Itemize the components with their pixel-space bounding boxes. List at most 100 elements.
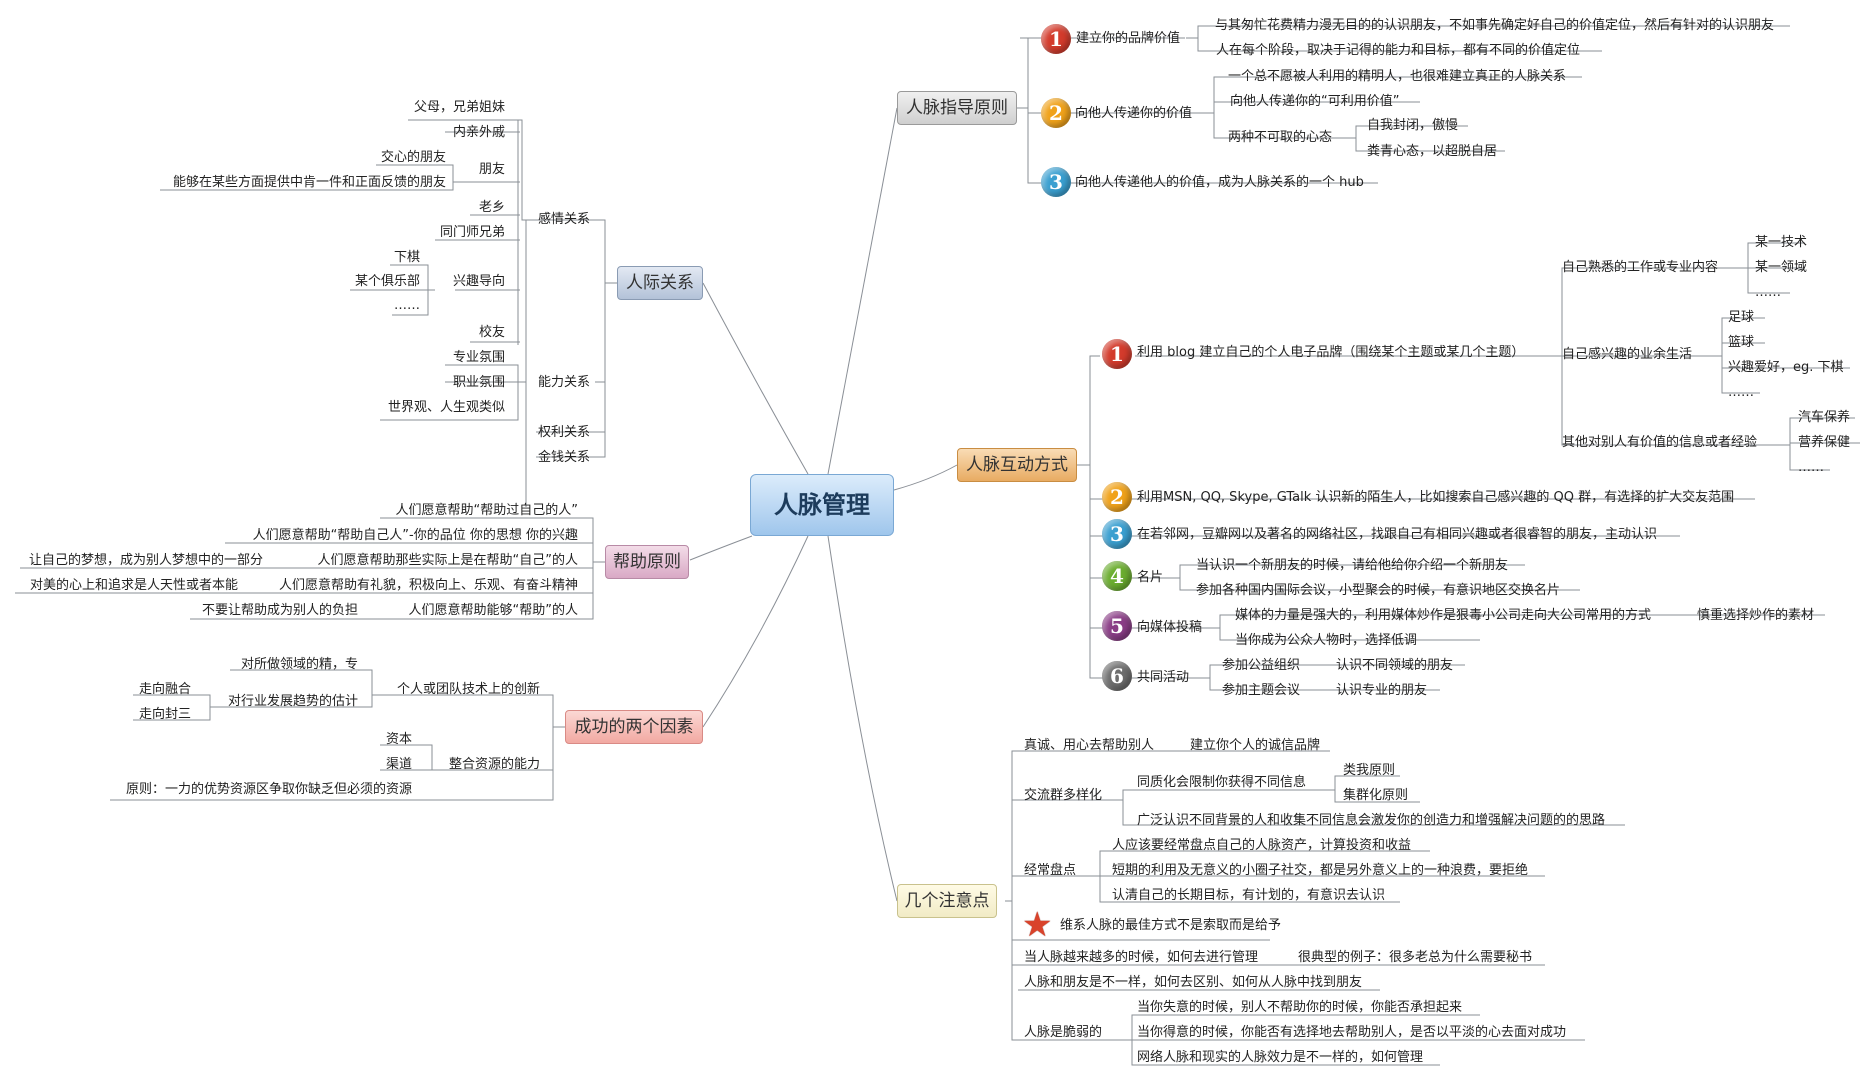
media-note-1[interactable]: 媒体的力量是强大的，利用媒体炒作是狠毒小公司走向大公司常用的方式: [1235, 608, 1652, 623]
interact-im[interactable]: 利用MSN, QQ, Skype, GTalk 认识新的陌生人，比如搜索自己感兴…: [1137, 490, 1735, 505]
success-channel[interactable]: 渠道: [385, 757, 412, 772]
blog-work-field[interactable]: 某一领域: [1755, 260, 1808, 275]
note-give[interactable]: 维系人脉的最佳方式不是索取而是给予: [1060, 918, 1282, 933]
guide-convey-note-1[interactable]: 一个总不愿被人利用的精明人，也很难建立真正的人脉关系: [1228, 69, 1567, 84]
help-4-note[interactable]: 对美的心上和追求是人天性或者本能: [29, 578, 238, 593]
activity-charity[interactable]: 参加公益组织: [1222, 658, 1301, 673]
note-fragile-online[interactable]: 网络人脉和现实的人脉效力是不一样的，如何管理: [1137, 1050, 1424, 1065]
note-friends[interactable]: 人脉和朋友是不一样，如何去区别、如何从人脉中找到朋友: [1024, 975, 1363, 990]
success-capital[interactable]: 资本: [385, 732, 412, 747]
rel-interest[interactable]: 兴趣导向: [452, 274, 505, 289]
blog-exp-more[interactable]: ……: [1798, 460, 1824, 475]
blog-exp-nutrition[interactable]: 营养保健: [1798, 435, 1851, 450]
interact-activities[interactable]: 共同活动: [1137, 670, 1190, 685]
rel-friend-feedback[interactable]: 能够在某些方面提供中肯一件和正面反馈的朋友: [172, 175, 446, 190]
rel-friends[interactable]: 朋友: [478, 162, 505, 177]
rel-money[interactable]: 金钱关系: [537, 450, 590, 465]
topic-interaction-methods[interactable]: 人脉互动方式: [957, 448, 1077, 482]
note-manage[interactable]: 当人脉越来越多的时候，如何去进行管理: [1024, 950, 1259, 965]
interact-community[interactable]: 在若邻网，豆瓣网以及著名的网络社区，找跟自己有相同兴趣或者很睿智的朋友，主动认识: [1137, 527, 1658, 542]
success-rule[interactable]: 原则：一力的优势资源区争取你缺乏但必须的资源: [125, 782, 412, 797]
note-fragile[interactable]: 人脉是脆弱的: [1024, 1025, 1103, 1040]
success-expertise[interactable]: 对所做领域的精，专: [240, 657, 358, 672]
interact-blog[interactable]: 利用 blog 建立自己的个人电子品牌（围绕某个主题或某几个主题）: [1137, 345, 1525, 360]
interact-blog-hobby[interactable]: 自己感兴趣的业余生活: [1562, 347, 1693, 362]
rel-interest-chess[interactable]: 下棋: [393, 250, 420, 265]
card-note-1[interactable]: 当认识一个新朋友的时候，请给他给你介绍一个新朋友: [1196, 558, 1509, 573]
rel-interest-club[interactable]: 某个俱乐部: [354, 274, 420, 289]
note-review-waste[interactable]: 短期的利用及无意义的小圈子社交，都是另外意义上的一种浪费，要拒绝: [1112, 863, 1529, 878]
activity-charity-note[interactable]: 认识不同领域的朋友: [1336, 658, 1454, 673]
topic-notes[interactable]: 几个注意点: [897, 884, 997, 918]
rel-ability[interactable]: 能力关系: [537, 375, 590, 390]
topic-relationships[interactable]: 人际关系: [617, 266, 703, 300]
interact-blog-work[interactable]: 自己熟悉的工作或专业内容: [1562, 260, 1719, 275]
help-1[interactable]: 人们愿意帮助“帮助过自己的人”: [395, 503, 578, 518]
success-trend[interactable]: 对行业发展趋势的估计: [227, 694, 358, 709]
guide-two-mindsets[interactable]: 两种不可取的心态: [1228, 130, 1333, 145]
media-note-1-sub[interactable]: 慎重选择炒作的素材: [1697, 608, 1815, 623]
blog-exp-car[interactable]: 汽车保养: [1798, 410, 1851, 425]
topic-success-factors[interactable]: 成功的两个因素: [565, 710, 703, 744]
success-innovation[interactable]: 个人或团队技术上的创新: [396, 682, 540, 697]
blog-work-more[interactable]: ……: [1755, 285, 1781, 300]
topic-guide-principles[interactable]: 人脉指导原则: [897, 91, 1017, 125]
blog-hobby-basketball[interactable]: 篮球: [1728, 335, 1755, 350]
card-note-2[interactable]: 参加各种国内国际会议，小型聚会的时候，有意识地区交换名片: [1196, 583, 1561, 598]
rel-friend-close[interactable]: 交心的朋友: [380, 150, 446, 165]
note-manage-secretary[interactable]: 很典型的例子：很多老总为什么需要秘书: [1298, 950, 1533, 965]
interact-blog-experience[interactable]: 其他对别人有价值的信息或者经验: [1562, 435, 1758, 450]
topic-help-principles[interactable]: 帮助原则: [605, 545, 689, 579]
note-sincere-brand[interactable]: 建立你个人的诚信品牌: [1190, 738, 1321, 753]
note-diversify-broad[interactable]: 广泛认识不同背景的人和收集不同信息会激发你的创造力和增强解决问题的的思路: [1137, 813, 1606, 828]
success-trend-close[interactable]: 走向封三: [138, 707, 191, 722]
blog-hobby-more[interactable]: ……: [1728, 385, 1754, 400]
rel-hometown[interactable]: 老乡: [478, 200, 505, 215]
guide-hub[interactable]: 向他人传递他人的价值，成为人脉关系的一个 hub: [1075, 175, 1364, 190]
interact-media[interactable]: 向媒体投稿: [1137, 620, 1203, 635]
central-topic[interactable]: 人脉管理: [750, 474, 894, 536]
activity-conference-note[interactable]: 认识专业的朋友: [1336, 683, 1428, 698]
blog-work-tech[interactable]: 某一技术: [1755, 235, 1808, 250]
interact-card[interactable]: 名片: [1137, 570, 1164, 585]
rel-alumni[interactable]: 校友: [478, 325, 505, 340]
note-diversify-like-me[interactable]: 类我原则: [1343, 763, 1396, 778]
help-3-note[interactable]: 让自己的梦想，成为别人梦想中的一部分: [28, 553, 263, 568]
help-5-note[interactable]: 不要让帮助成为别人的负担: [201, 603, 358, 618]
rel-relatives[interactable]: 内亲外戚: [452, 125, 505, 140]
guide-convey-value[interactable]: 向他人传递你的价值: [1075, 106, 1193, 121]
note-review-assets[interactable]: 人应该要经常盘点自己的人脉资产，计算投资和收益: [1112, 838, 1412, 853]
note-diversify-homog[interactable]: 同质化会限制你获得不同信息: [1137, 775, 1307, 790]
success-trend-merge[interactable]: 走向融合: [138, 682, 191, 697]
note-sincere[interactable]: 真诚、用心去帮助别人: [1024, 738, 1155, 753]
guide-brand-value[interactable]: 建立你的品牌价值: [1076, 31, 1181, 46]
rel-schoolmates[interactable]: 同门师兄弟: [439, 225, 505, 240]
note-diversify[interactable]: 交流群多样化: [1024, 788, 1103, 803]
success-integration[interactable]: 整合资源的能力: [448, 757, 540, 772]
rel-parents[interactable]: 父母，兄弟姐妹: [413, 100, 505, 115]
guide-convey-note-2[interactable]: 向他人传递你的“可利用价值”: [1230, 94, 1400, 109]
note-fragile-up[interactable]: 当你得意的时候，你能否有选择地去帮助别人，是否以平淡的心去面对成功: [1137, 1025, 1567, 1040]
note-review-goals[interactable]: 认清自己的长期目标，有计划的，有意识去认识: [1112, 888, 1386, 903]
rel-power[interactable]: 权利关系: [537, 425, 590, 440]
activity-conference[interactable]: 参加主题会议: [1222, 683, 1301, 698]
note-fragile-down[interactable]: 当你失意的时候，别人不帮助你的时候，你能否承担起来: [1137, 1000, 1463, 1015]
rel-ability-pro[interactable]: 专业氛围: [452, 350, 505, 365]
blog-hobby-football[interactable]: 足球: [1728, 310, 1755, 325]
media-note-2[interactable]: 当你成为公众人物时，选择低调: [1235, 633, 1418, 648]
note-diversify-cluster[interactable]: 集群化原则: [1343, 788, 1409, 803]
rel-emotion[interactable]: 感情关系: [537, 212, 590, 227]
blog-hobby-chess[interactable]: 兴趣爱好，eg. 下棋: [1728, 360, 1844, 375]
help-4[interactable]: 人们愿意帮助有礼貌，积极向上、乐观、有奋斗精神: [278, 578, 578, 593]
guide-mindset-1[interactable]: 自我封闭，傲慢: [1367, 118, 1459, 133]
help-2[interactable]: 人们愿意帮助“帮助自己人”-你的品位 你的思想 你的兴趣: [252, 528, 578, 543]
rel-ability-career[interactable]: 职业氛围: [452, 375, 505, 390]
rel-interest-more[interactable]: ……: [394, 298, 420, 313]
guide-mindset-2[interactable]: 粪青心态，以超脱自居: [1367, 144, 1498, 159]
help-3[interactable]: 人们愿意帮助那些实际上是在帮助“自己”的人: [317, 553, 578, 568]
note-review[interactable]: 经常盘点: [1024, 863, 1077, 878]
guide-brand-note-2[interactable]: 人在每个阶段，取决于记得的能力和目标，都有不同的价值定位: [1216, 43, 1581, 58]
guide-brand-note-1[interactable]: 与其匆忙花费精力漫无目的的认识朋友，不如事先确定好自己的价值定位，然后有针对的认…: [1215, 18, 1775, 33]
rel-ability-worldview[interactable]: 世界观、人生观类似: [387, 400, 505, 415]
help-5[interactable]: 人们愿意帮助能够“帮助”的人: [408, 603, 578, 618]
